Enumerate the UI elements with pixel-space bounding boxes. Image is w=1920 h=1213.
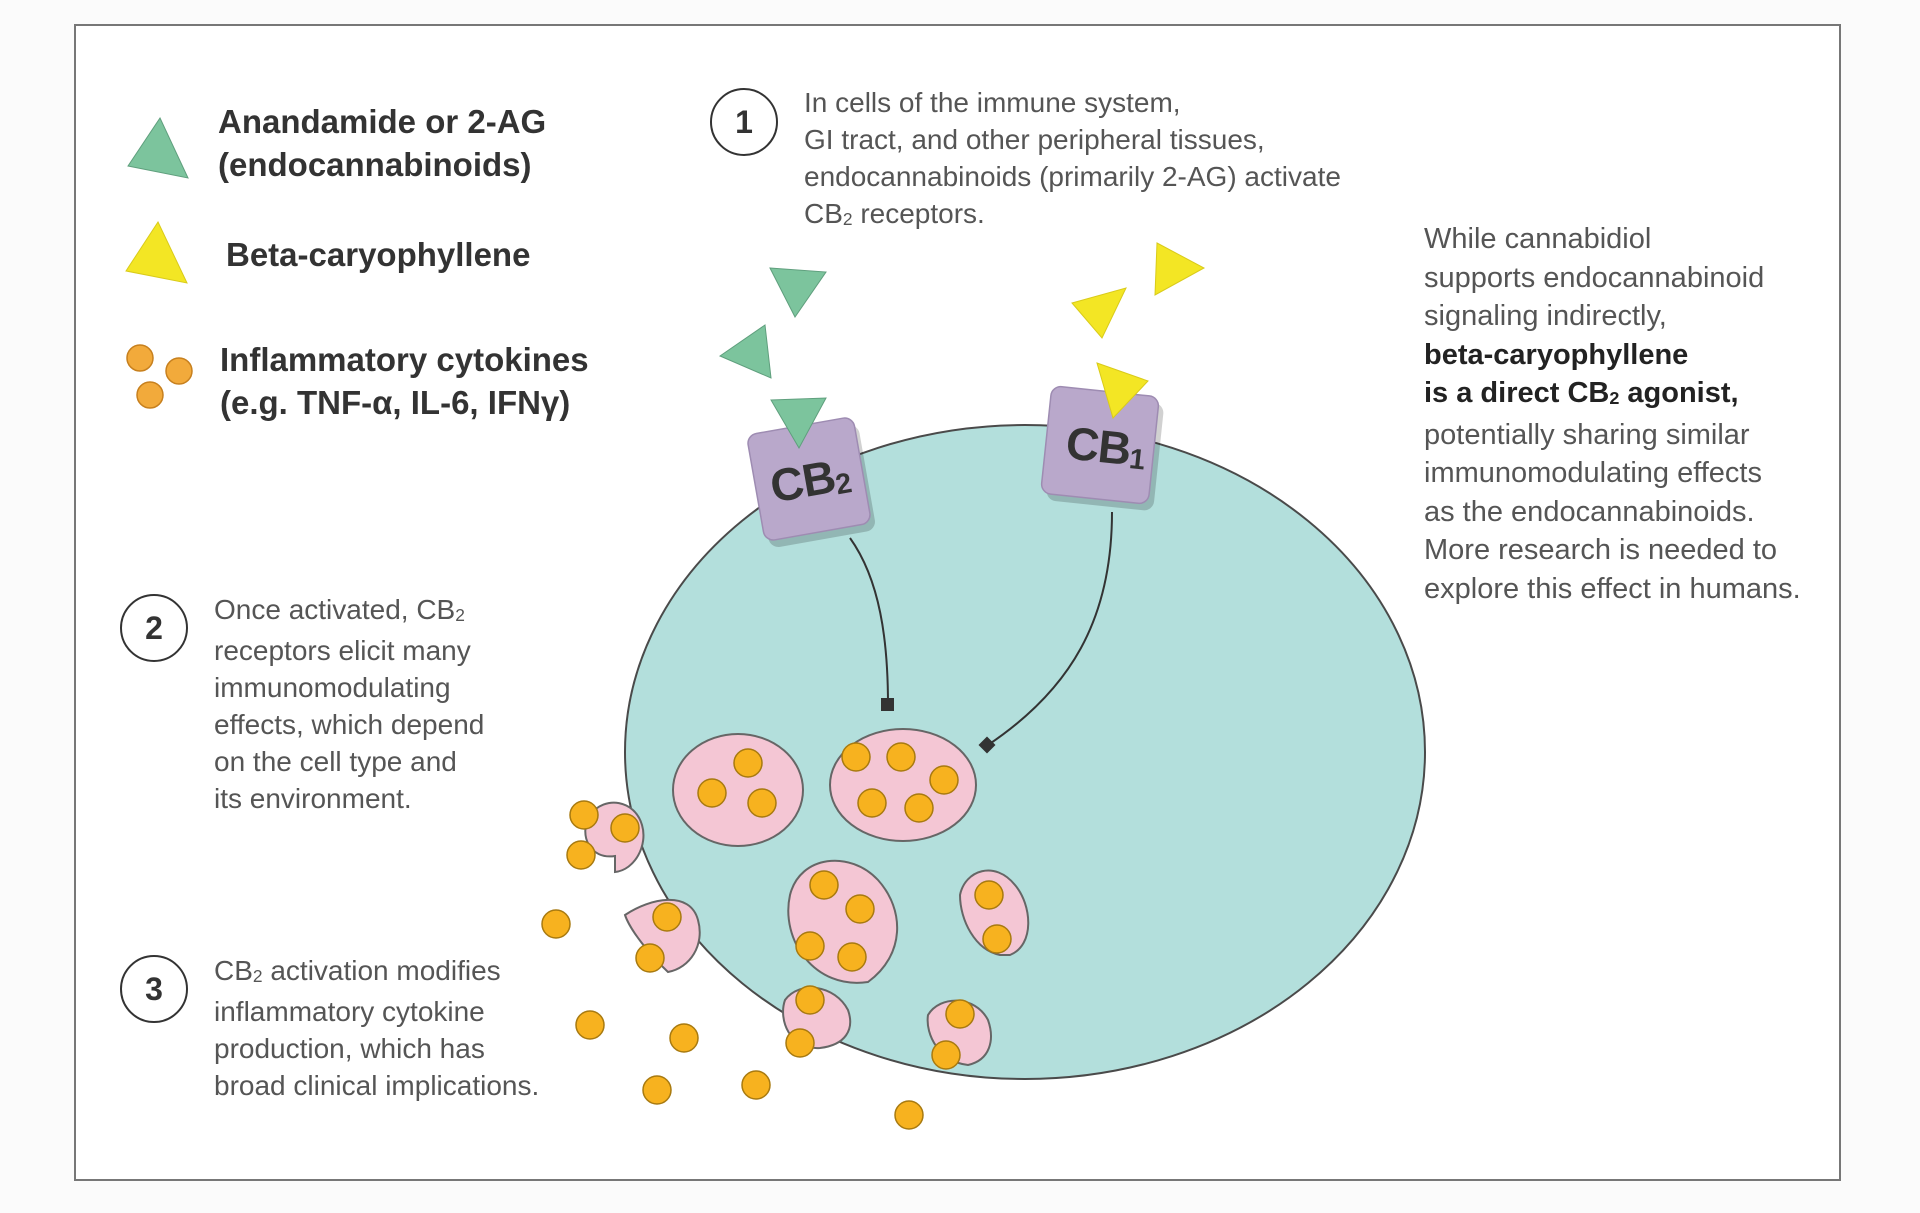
step-2-badge: 2	[120, 594, 188, 662]
beta-caryophyllene-legend-icon	[125, 220, 188, 284]
cytokine-legend-label: Inflammatory cytokines (e.g. TNF-α, IL-6…	[220, 341, 589, 421]
docked-endocannabinoid	[770, 397, 827, 450]
cb1-signal-terminal	[978, 736, 996, 754]
cb2-signal-path	[849, 537, 889, 706]
step-2-text: Once activated, CB2 receptors elicit man…	[214, 594, 485, 814]
cytokine-dot	[809, 870, 839, 900]
endocannabinoid-legend-icon	[127, 116, 189, 179]
beta-caryophyllene-ligand	[1071, 287, 1127, 339]
step-1-badge: 1	[710, 88, 778, 156]
vesicle	[672, 733, 804, 847]
cytokine-legend-icon	[126, 344, 193, 409]
beta-caryophyllene-legend-label: Beta-caryophyllene	[226, 236, 531, 273]
cb1-signal-path	[987, 511, 1113, 746]
cytokine-dot	[886, 742, 916, 772]
cytokine-dot	[795, 985, 825, 1015]
cytokine-dot	[741, 1070, 771, 1100]
cytokine-dot	[795, 931, 825, 961]
cytokine-dot	[566, 840, 596, 870]
cytokine-dot	[785, 1028, 815, 1058]
docked-beta-caryophyllene	[1096, 362, 1149, 419]
side-note: While cannabidiol supports endocannabino…	[1424, 223, 1801, 605]
endocannabinoid-ligand	[718, 324, 772, 379]
cytokine-dot	[569, 800, 599, 830]
cytokine-dot	[982, 924, 1012, 954]
cytokine-dot	[733, 748, 763, 778]
side-note-emphasis: beta-caryophyllene	[1424, 338, 1689, 371]
cytokine-dot	[652, 902, 682, 932]
cytokine-dot	[541, 909, 571, 939]
cytokine-dot	[747, 788, 777, 818]
cytokine-dot	[642, 1075, 672, 1105]
cytokine-dot	[669, 1023, 699, 1053]
cytokine-dot	[841, 742, 871, 772]
endocannabinoid-ligand	[769, 267, 827, 318]
cytokine-dot	[837, 942, 867, 972]
cytokine-dot	[575, 1010, 605, 1040]
step-3-badge: 3	[120, 955, 188, 1023]
beta-caryophyllene-ligand	[1154, 242, 1206, 296]
cytokine-dot	[904, 793, 934, 823]
cb1-receptor	[1040, 385, 1164, 511]
cytokine-dot	[610, 813, 640, 843]
step-3-text: CB2 activation modifies inflammatory cyt…	[214, 955, 540, 1101]
cytokine-dot	[945, 999, 975, 1029]
cytokine-dot	[929, 765, 959, 795]
cb1-receptor-label: CB1	[1063, 416, 1146, 477]
cytokine-dot	[635, 943, 665, 973]
cb2-signal-terminal	[881, 698, 894, 711]
endocannabinoid-legend-label: Anandamide or 2-AG (endocannabinoids)	[218, 103, 547, 183]
cytokine-dot	[857, 788, 887, 818]
cytokine-dot	[894, 1100, 924, 1130]
cytokine-dot	[974, 880, 1004, 910]
cytokine-dot	[845, 894, 875, 924]
cytokine-group	[541, 742, 1012, 1130]
cytokine-dot	[697, 778, 727, 808]
step-1-text: In cells of the immune system, GI tract,…	[804, 87, 1341, 230]
cytokine-dot	[931, 1040, 961, 1070]
